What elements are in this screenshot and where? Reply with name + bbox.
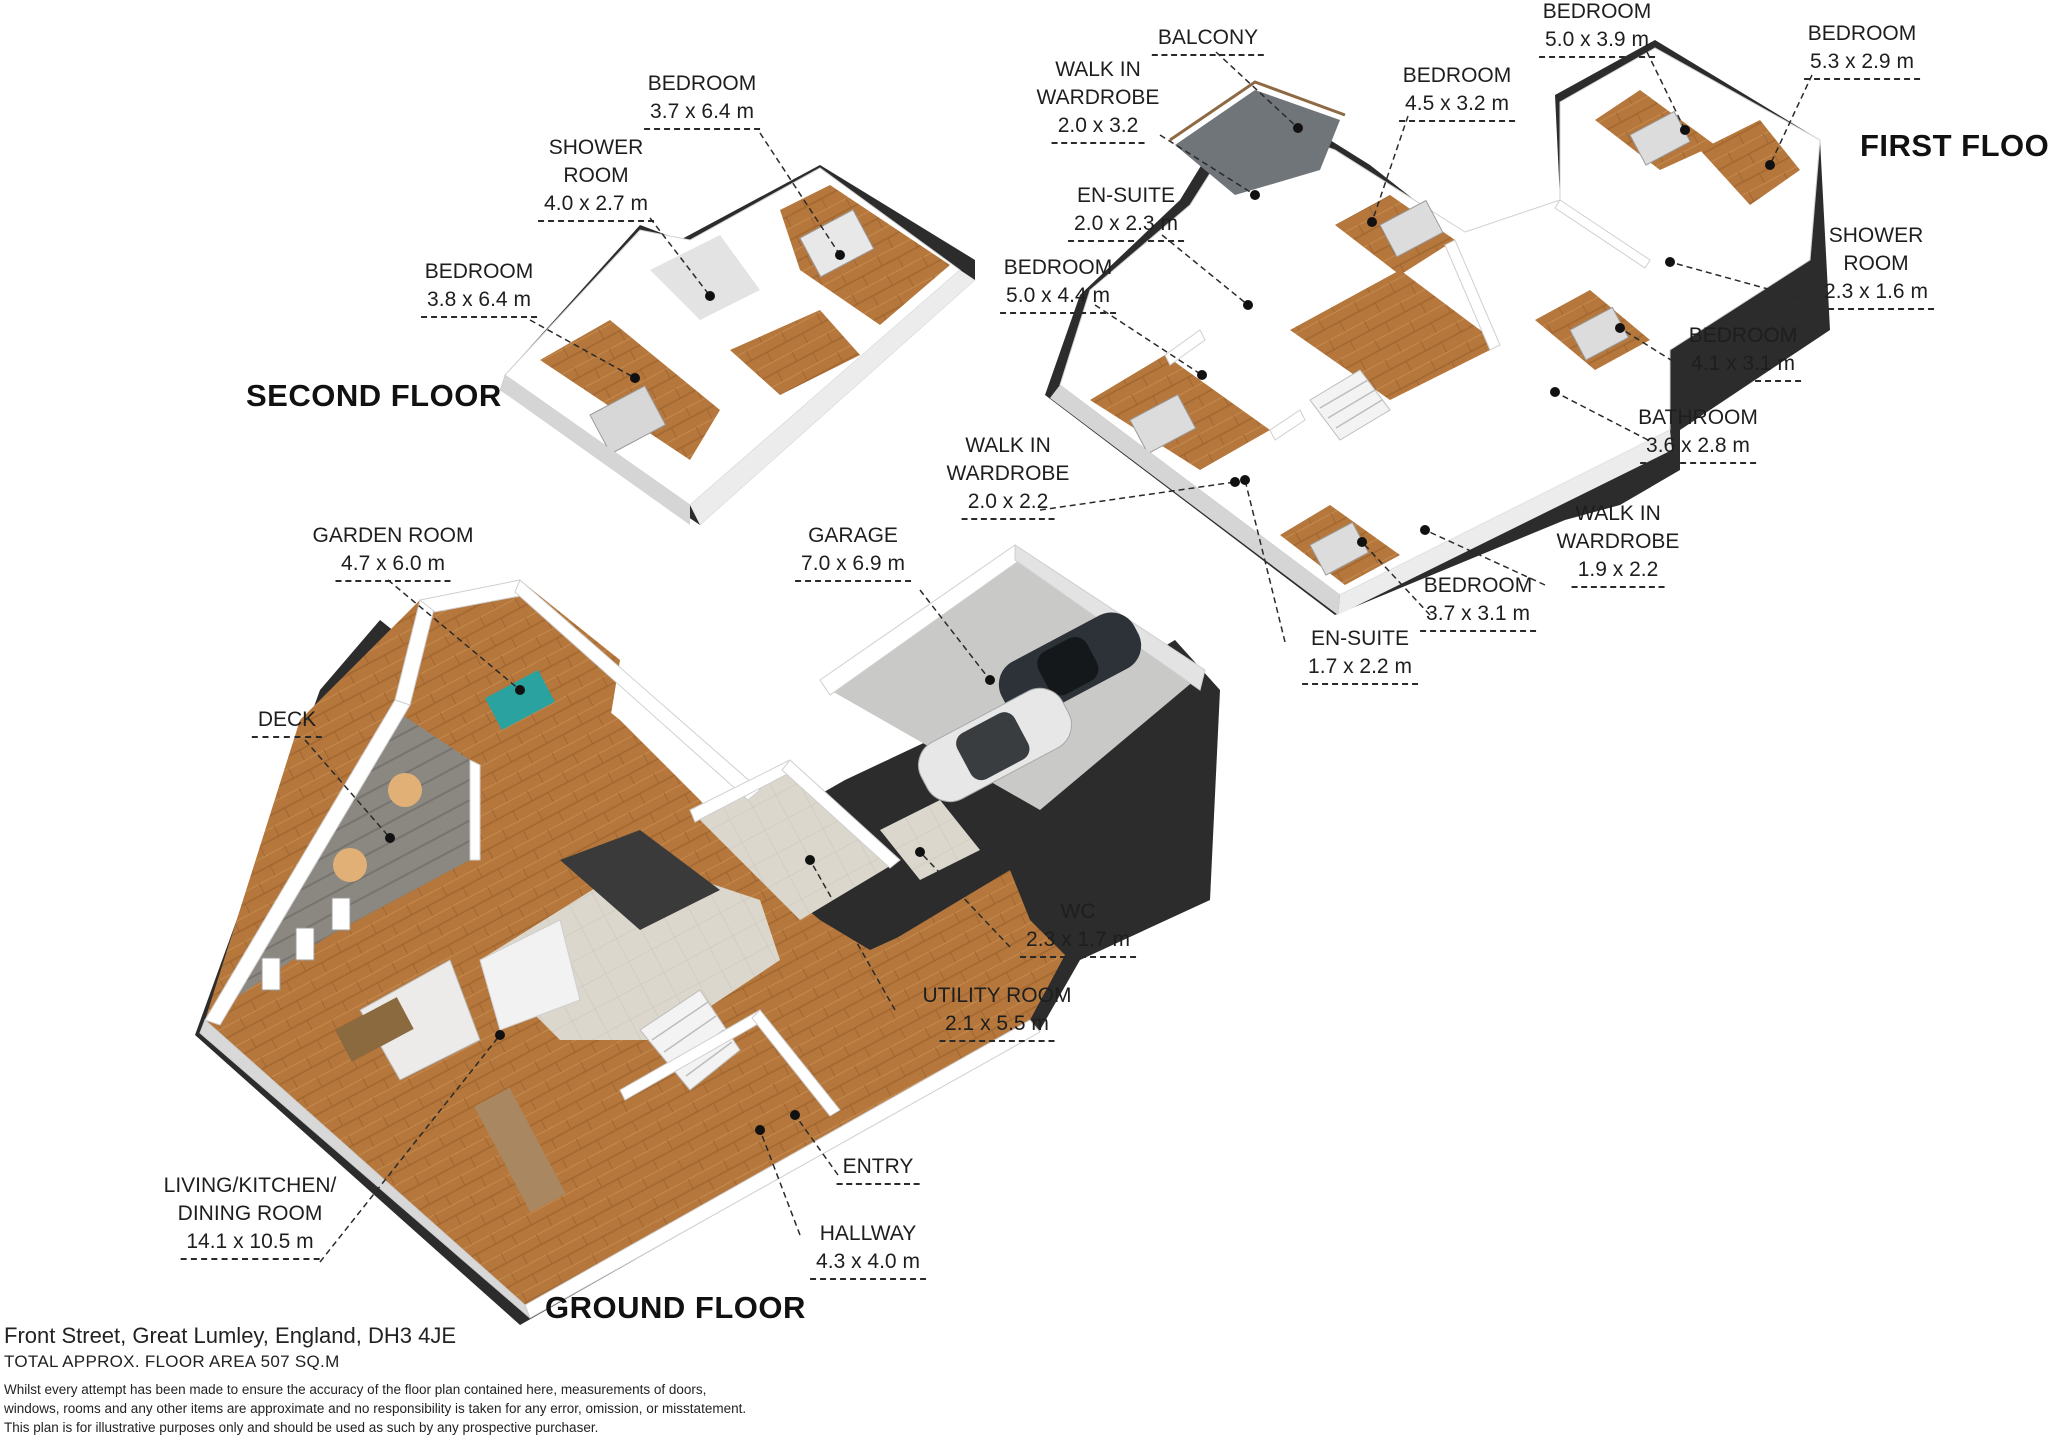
leader-sf-shower	[649, 217, 711, 297]
leader-ff-bedroom-50-44	[1094, 304, 1203, 376]
leader-ff-balcony	[1215, 51, 1299, 129]
ff-bed-4	[1569, 306, 1630, 361]
sf-landing-floor	[730, 310, 860, 395]
disclaimer-line-1: Whilst every attempt has been made to en…	[4, 1382, 707, 1397]
property-address: Front Street, Great Lumley, England, DH3…	[4, 1323, 457, 1348]
leader-ff-bedroom-45	[1371, 115, 1409, 223]
leader-ff-walkin-c	[1424, 529, 1546, 586]
label-sf-shower: SHOWER ROOM 4.0 x 2.7 m	[538, 134, 654, 222]
label-ff-bedroom-41: BEDROOM 4.1 x 3.1 m	[1685, 322, 1801, 382]
sf-bedroom-b-floor	[540, 320, 720, 460]
floor-title-second: SECOND FLOOR	[246, 378, 502, 413]
room-dots	[385, 123, 1775, 1135]
label-ff-bedroom-53: BEDROOM 5.3 x 2.9 m	[1804, 20, 1920, 80]
disclaimer-line-2: windows, rooms and any other items are a…	[4, 1401, 747, 1416]
disclaimer: Whilst every attempt has been made to en…	[4, 1380, 904, 1437]
ground-floor-plan	[195, 544, 1220, 1325]
second-floor-plan	[500, 165, 975, 525]
label-ff-shower: SHOWER ROOM 2.3 x 1.6 m	[1818, 222, 1934, 310]
ff-bed-1	[1129, 393, 1197, 455]
label-ff-walkin-a: WALK IN WARDROBE 2.0 x 3.2	[1037, 56, 1159, 144]
leader-garden-room	[387, 579, 521, 691]
sf-shower-floor	[650, 235, 760, 320]
leader-ff-shower	[1669, 261, 1809, 301]
utility-floor	[690, 760, 900, 920]
sf-bed-a	[799, 209, 875, 278]
label-ff-bedroom-50-44: BEDROOM 5.0 x 4.4 m	[1000, 254, 1116, 314]
leader-ff-walkin-b	[1039, 481, 1236, 511]
disclaimer-line-3: This plan is for illustrative purposes o…	[4, 1420, 599, 1435]
label-ff-balcony: BALCONY	[1151, 24, 1265, 56]
label-ff-ensuite-a: EN-SUITE 2.0 x 2.3 m	[1068, 182, 1184, 242]
leader-ff-ensuite-b	[1244, 479, 1286, 643]
total-floor-area: TOTAL APPROX. FLOOR AREA 507 SQ.M	[4, 1352, 340, 1371]
ff-landing-floor	[1290, 270, 1500, 400]
sf-bed-b	[589, 385, 667, 455]
ff-bed-2	[1379, 199, 1444, 258]
deck-table-2	[333, 848, 367, 882]
label-deck: DECK	[251, 706, 323, 738]
label-ff-bedroom-45: BEDROOM 4.5 x 3.2 m	[1399, 62, 1515, 122]
leader-ff-ensuite-a	[1161, 234, 1249, 306]
sf-bedroom-a-floor	[780, 185, 950, 325]
deck-windows	[261, 897, 351, 991]
leader-ff-bathroom	[1554, 391, 1649, 441]
label-ff-bedroom-37: BEDROOM 3.7 x 3.1 m	[1420, 572, 1536, 632]
leader-ff-bedroom-50-39	[1646, 51, 1686, 131]
kitchen-island	[560, 830, 720, 930]
floor-title-ground: GROUND FLOOR	[545, 1290, 806, 1325]
garden-table	[485, 670, 555, 730]
leader-ff-bedroom-41	[1619, 327, 1691, 373]
label-ff-bedroom-50-39: BEDROOM 5.0 x 3.9 m	[1539, 0, 1655, 58]
label-ff-ensuite-b: EN-SUITE 1.7 x 2.2 m	[1302, 625, 1418, 685]
label-ff-bathroom: BATHROOM 3.6 x 2.8 m	[1638, 404, 1758, 464]
label-sf-bedroom-a: BEDROOM 3.7 x 6.4 m	[644, 70, 760, 130]
label-garage: GARAGE 7.0 x 6.9 m	[795, 522, 911, 582]
car-silver	[918, 687, 1072, 803]
sofa	[359, 959, 481, 1081]
wc-floor	[880, 800, 980, 880]
label-living: LIVING/KITCHEN/ DINING ROOM 14.1 x 10.5 …	[164, 1172, 336, 1260]
leader-utility	[809, 859, 896, 1011]
leader-ff-bedroom-37	[1361, 541, 1431, 616]
leader-ff-walkin-a	[1159, 134, 1256, 196]
label-utility: UTILITY ROOM 2.1 x 5.5 m	[923, 982, 1071, 1042]
label-entry: ENTRY	[836, 1153, 920, 1185]
leader-ff-bedroom-53	[1769, 74, 1813, 166]
label-wc: WC 2.3 x 1.7 m	[1020, 898, 1136, 958]
leader-garage	[919, 589, 991, 681]
leader-wc	[919, 851, 1011, 948]
first-floor-plan	[1045, 40, 1830, 615]
leader-living	[319, 1034, 501, 1263]
dining-table	[474, 1087, 566, 1213]
corridor-floor	[860, 870, 1030, 1000]
label-garden-room: GARDEN ROOM 4.7 x 6.0 m	[312, 522, 474, 582]
deck-table-1	[388, 773, 422, 807]
balcony-deck	[1175, 90, 1340, 195]
leader-entry	[794, 1114, 839, 1176]
floor-title-first: FIRST FLOOR	[1860, 128, 2048, 163]
label-hallway: HALLWAY 4.3 x 4.0 m	[810, 1220, 926, 1280]
leader-hallway	[759, 1129, 801, 1236]
label-sf-bedroom-b: BEDROOM 3.8 x 6.4 m	[421, 258, 537, 318]
leader-deck	[304, 739, 391, 839]
leader-lines	[304, 51, 1813, 1263]
label-ff-walkin-b: WALK IN WARDROBE 2.0 x 2.2	[947, 432, 1069, 520]
label-ff-walkin-c: WALK IN WARDROBE 1.9 x 2.2	[1557, 500, 1679, 588]
leader-sf-bedroom-a	[759, 132, 841, 256]
ff-bedroom-53-floor	[1700, 120, 1800, 205]
coffee-table	[335, 997, 414, 1062]
